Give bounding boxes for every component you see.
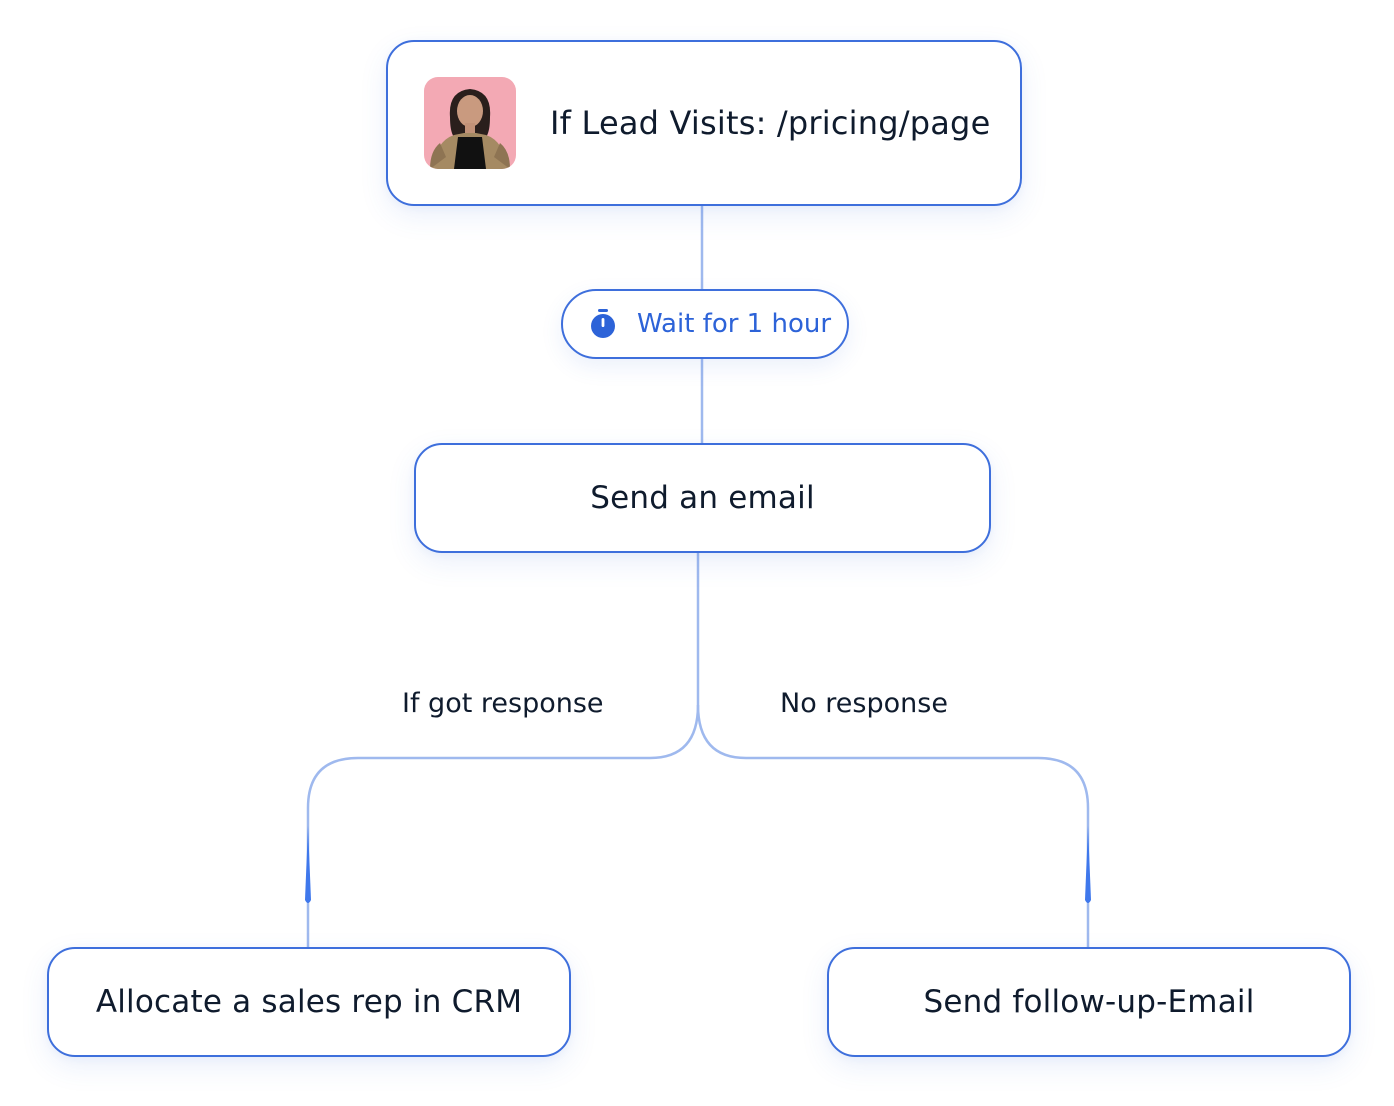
connector-branch-yes bbox=[306, 704, 700, 947]
follow-up-email-node[interactable]: Send follow-up-Email bbox=[827, 947, 1351, 1057]
connector-branch-no bbox=[696, 704, 1090, 947]
trigger-node[interactable]: If Lead Visits: /pricing/page bbox=[386, 40, 1022, 206]
arrow-marker-no bbox=[1085, 826, 1091, 903]
branch-label-no-response: No response bbox=[780, 688, 948, 719]
person-photo-icon bbox=[424, 77, 516, 169]
arrow-marker-yes bbox=[305, 826, 311, 903]
send-email-label: Send an email bbox=[590, 480, 815, 516]
follow-up-email-label: Send follow-up-Email bbox=[923, 984, 1255, 1020]
allocate-sales-rep-label: Allocate a sales rep in CRM bbox=[95, 984, 523, 1020]
wait-step[interactable]: Wait for 1 hour bbox=[561, 289, 849, 359]
send-email-node[interactable]: Send an email bbox=[414, 443, 991, 553]
allocate-sales-rep-node[interactable]: Allocate a sales rep in CRM bbox=[47, 947, 571, 1057]
trigger-label: If Lead Visits: /pricing/page bbox=[550, 104, 991, 142]
branch-label-response: If got response bbox=[402, 688, 604, 719]
stopwatch-icon bbox=[591, 309, 615, 338]
wait-label: Wait for 1 hour bbox=[637, 309, 832, 339]
avatar bbox=[424, 77, 516, 169]
